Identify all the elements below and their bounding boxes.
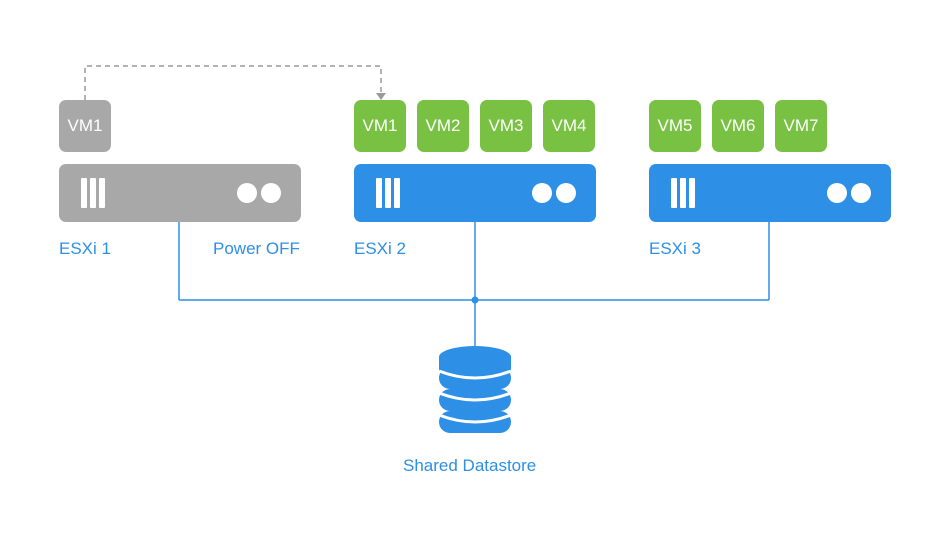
migration-arrowhead <box>376 93 386 100</box>
vm-esxi2-vm2: VM2 <box>417 100 469 152</box>
server-leds-icon <box>827 183 871 203</box>
vm-esxi2-vm3: VM3 <box>480 100 532 152</box>
server-slots-icon <box>376 178 400 208</box>
host-status-esxi1: Power OFF <box>213 239 300 258</box>
database-icon <box>438 346 512 433</box>
migration-arrow <box>84 65 382 100</box>
vm-esxi3-vm6: VM6 <box>712 100 764 152</box>
server-esxi2 <box>354 164 596 222</box>
server-esxi3 <box>649 164 891 222</box>
connector-junction <box>471 296 479 304</box>
server-slots-icon <box>81 178 105 208</box>
vm-esxi3-vm5: VM5 <box>649 100 701 152</box>
server-leds-icon <box>237 183 281 203</box>
vm-esxi3-vm7: VM7 <box>775 100 827 152</box>
vm-esxi2-vm4: VM4 <box>543 100 595 152</box>
host-label-esxi1: ESXi 1 <box>59 239 111 258</box>
server-slots-icon <box>671 178 695 208</box>
vm-esxi1-vm1: VM1 <box>59 100 111 152</box>
host-label-esxi2: ESXi 2 <box>354 239 406 258</box>
datastore-label: Shared Datastore <box>403 456 537 475</box>
host-label-esxi3: ESXi 3 <box>649 239 701 258</box>
server-esxi1 <box>59 164 301 222</box>
server-leds-icon <box>532 183 576 203</box>
vm-esxi2-vm1: VM1 <box>354 100 406 152</box>
